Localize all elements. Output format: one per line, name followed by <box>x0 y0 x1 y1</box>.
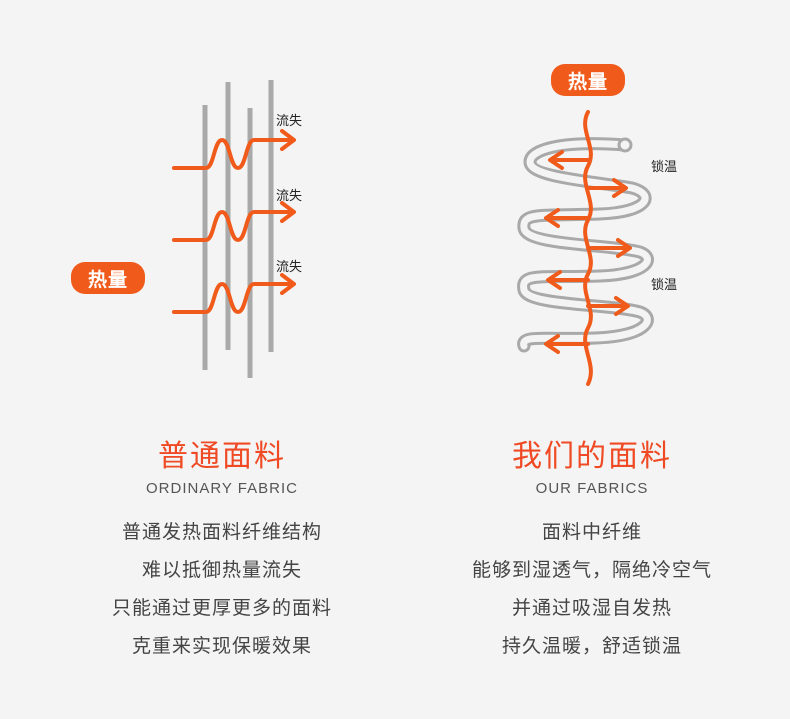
description-line: 持久温暖，舒适锁温 <box>501 635 682 657</box>
description-line: 普通发热面料纤维结构 <box>121 521 322 543</box>
our-fabric-title: 我们的面料 <box>512 439 672 474</box>
retained-heat-arrows <box>544 110 632 386</box>
description-line: 只能通过更厚更多的面料 <box>111 597 332 619</box>
heat-loss-label: 流失 <box>276 189 303 204</box>
description-line: 能够到湿透气，隔绝冷空气 <box>471 559 712 581</box>
description-line: 并通过吸湿自发热 <box>511 597 672 619</box>
fiber-strands <box>202 80 274 378</box>
ordinary-fabric-subtitle: ORDINARY FABRIC <box>146 480 298 497</box>
heat-badge-right: 热量 <box>551 64 625 96</box>
heat-loss-label: 流失 <box>276 260 303 275</box>
heat-arrows <box>172 129 296 314</box>
heat-lock-label: 锁温 <box>651 160 678 175</box>
description-line: 面料中纤维 <box>541 521 642 543</box>
our-fabric-subtitle: OUR FABRICS <box>535 480 649 497</box>
our-fabric-description: 我们的面料 OUR FABRICS 面料中纤维 能够到湿透气，隔绝冷空气 并通过… <box>402 436 782 665</box>
heat-lock-label: 锁温 <box>651 278 678 293</box>
ordinary-fabric-title: 普通面料 <box>158 439 286 474</box>
description-line: 难以抵御热量流失 <box>141 559 302 581</box>
heat-loss-label: 流失 <box>276 114 303 129</box>
heat-badge-left: 热量 <box>71 262 145 294</box>
ordinary-fabric-description: 普通面料 ORDINARY FABRIC 普通发热面料纤维结构 难以抵御热量流失… <box>32 436 412 665</box>
description-line: 克重来实现保暖效果 <box>131 635 312 657</box>
